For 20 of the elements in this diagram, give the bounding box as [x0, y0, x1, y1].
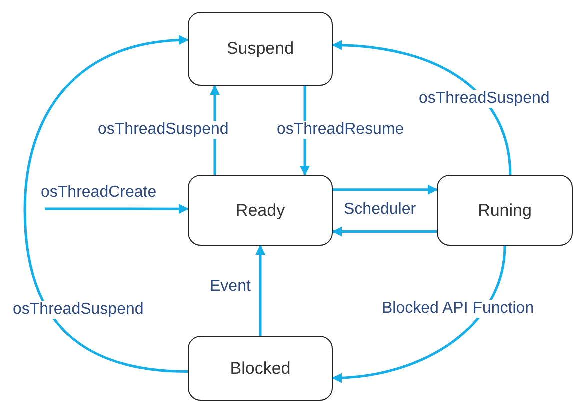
state-name: Ready: [236, 200, 286, 220]
arrow: [332, 246, 506, 383]
arrow: [24, 36, 189, 373]
state-name: Runing: [478, 200, 532, 220]
arrow: [333, 184, 438, 195]
state-box: [188, 12, 333, 86]
edge-label: Blocked API Function: [381, 300, 536, 318]
edge-label: osThreadSuspend: [418, 90, 551, 108]
edge-label: osThreadResume: [276, 121, 406, 139]
state-box: [188, 175, 333, 246]
arrow: [332, 226, 437, 237]
arrow: [45, 204, 189, 214]
state-name: Suspend: [226, 39, 294, 59]
edge-label: osThreadSuspend: [97, 121, 230, 139]
arrow: [332, 40, 512, 176]
edge-label: osThreadSuspend: [12, 301, 145, 319]
state-box: [437, 175, 573, 246]
arrow: [256, 245, 266, 336]
state-box: [188, 336, 333, 401]
state-name: Blocked: [230, 358, 291, 378]
